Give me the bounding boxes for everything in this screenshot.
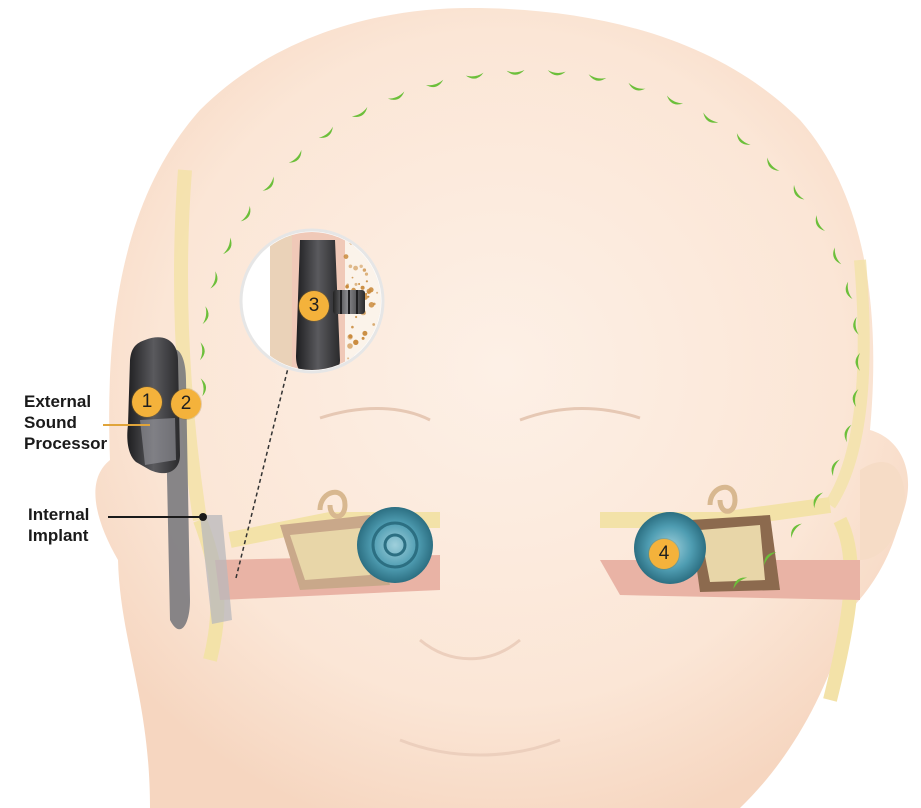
badge-4: 4 [649,539,679,569]
external-label-line-2: Sound [24,412,107,433]
face-illustration [95,8,908,808]
internal-label-line-2: Implant [28,525,89,546]
external-label-line-3: Processor [24,433,107,454]
internal-label-line-1: Internal [28,504,89,525]
badge-1: 1 [132,387,162,417]
left-cochlea-icon [357,507,433,583]
badge-3: 3 [299,291,329,321]
internal-implant-label: Internal Implant [28,504,89,546]
badge-2: 2 [171,389,201,419]
external-label-line-1: External [24,391,107,412]
external-sound-processor-label: External Sound Processor [24,391,107,454]
